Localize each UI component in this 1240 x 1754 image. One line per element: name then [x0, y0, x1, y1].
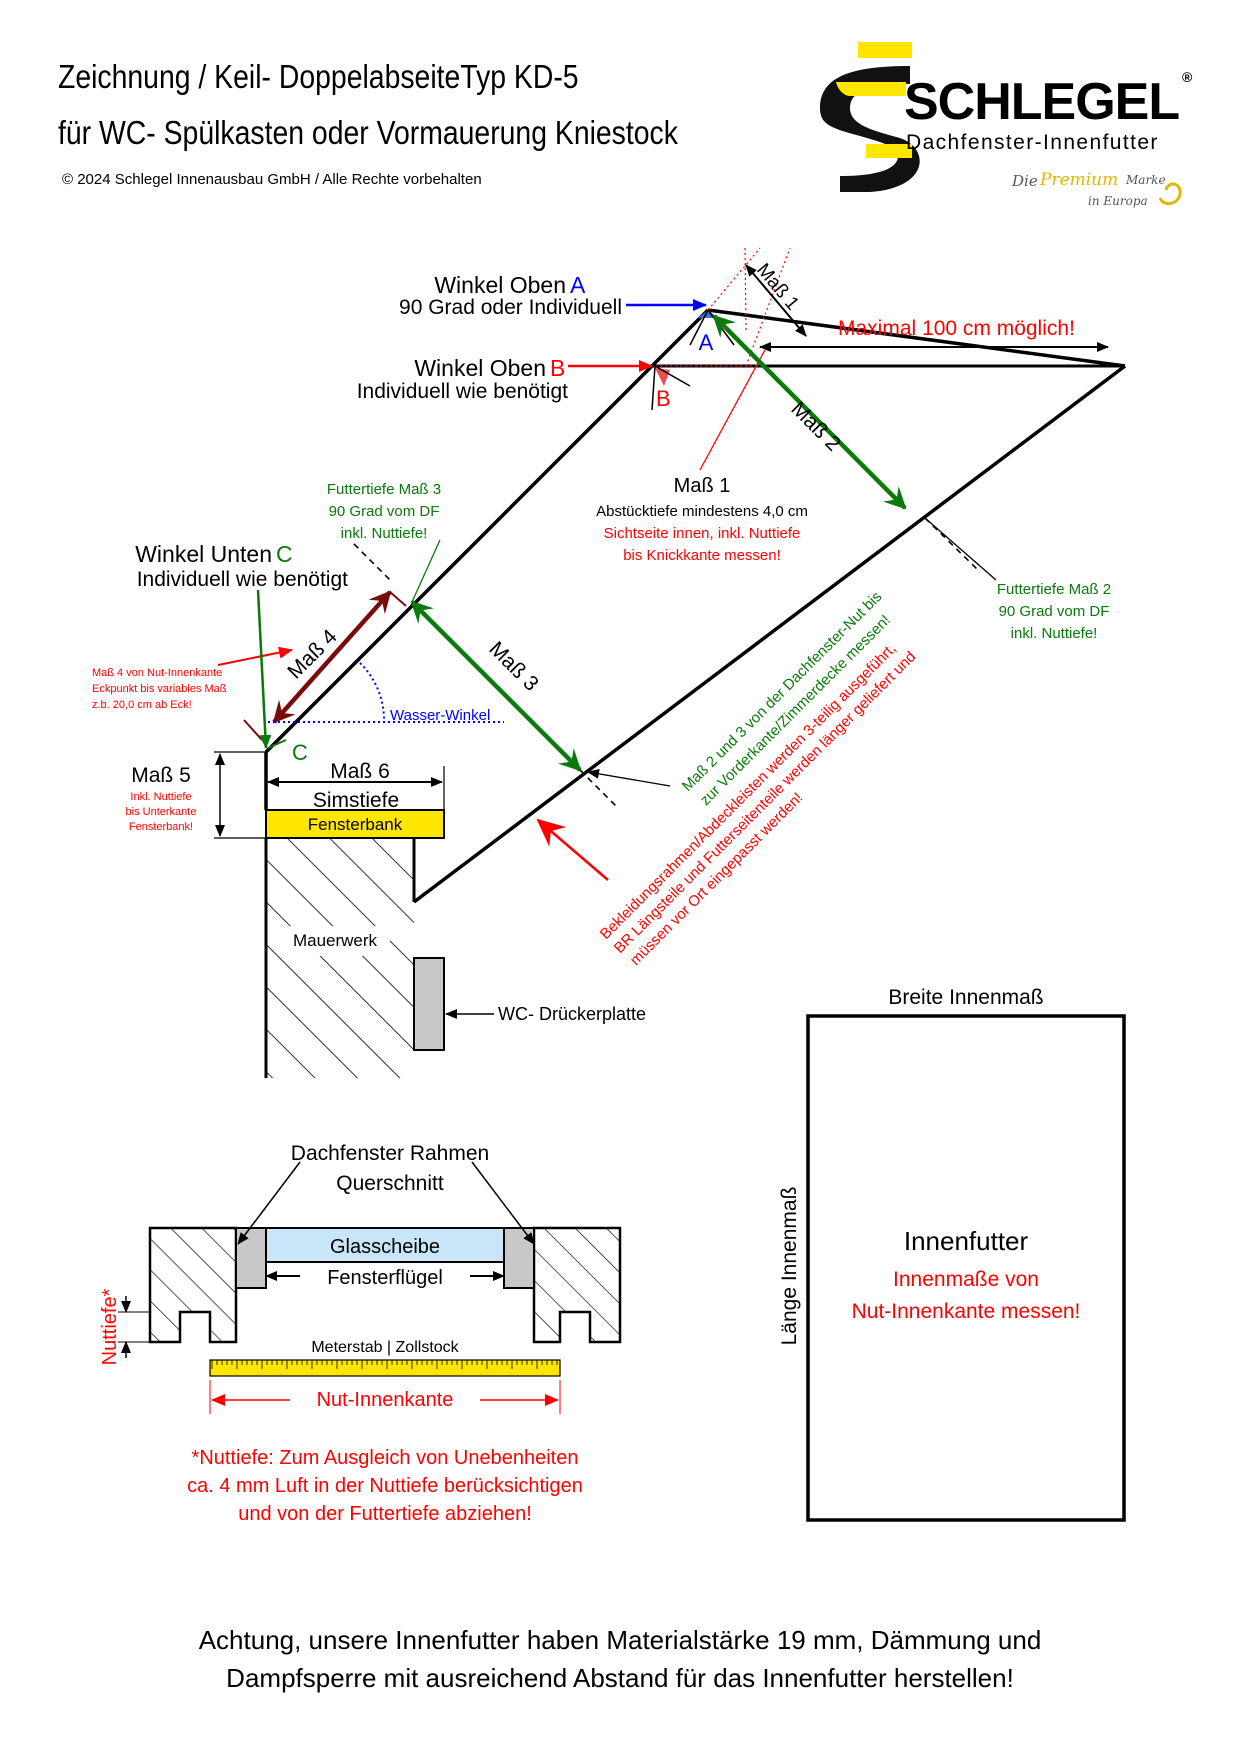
label-winkel-oben-b: Winkel Oben	[414, 355, 546, 381]
cs-ruler-label: Meterstab | Zollstock	[311, 1339, 459, 1356]
angle-c-letter: C	[292, 740, 308, 765]
label-breite-innenmass: Breite Innenmaß	[888, 986, 1043, 1009]
label-individuell-c: Individuell wie benötigt	[137, 568, 348, 591]
label-laenge-innenmass: Länge Innenmaß	[778, 1187, 801, 1346]
angle-a-letter: A	[699, 330, 714, 355]
label-wasser-winkel: Wasser-Winkel	[390, 707, 490, 724]
label-mauerwerk: Mauerwerk	[293, 931, 378, 950]
cs-sash-label: Fensterflügel	[327, 1267, 443, 1289]
inner-frame-note-line-2: Nut-Innenkante messen!	[852, 1300, 1081, 1323]
window-frame-cross-section	[148, 1226, 622, 1344]
label-letter-a: A	[570, 272, 586, 298]
cs-glass-label: Glasscheibe	[330, 1236, 440, 1258]
ruler-ticks	[211, 1360, 558, 1369]
inner-frame-rect	[806, 1014, 1126, 1522]
window-sill	[265, 809, 445, 839]
cs-nuttiefe-label: Nuttiefe*	[99, 1288, 121, 1365]
cs-title-line-2: Querschnitt	[336, 1172, 444, 1195]
masonry-wall	[264, 838, 416, 1078]
mass4-note-pointer	[217, 646, 293, 666]
label-mass3: Maß 3	[484, 637, 542, 695]
schlegel-logo-mark	[820, 42, 920, 192]
ft3-line-3: inkl. Nuttiefe!	[341, 525, 428, 542]
label-simstiefe: Simstiefe	[313, 789, 399, 812]
title-line-1: Zeichnung / Keil- DoppelabseiteTyp KD-5	[58, 58, 579, 95]
red-diag-line-1: Bekleidungsrahmen/Abdeckleisten werden 3…	[597, 640, 900, 943]
ft3-line-1: Futtertiefe Maß 3	[327, 481, 441, 498]
cs-note-line-2: ca. 4 mm Luft in der Nuttiefe berücksich…	[187, 1475, 583, 1497]
water-angle-arc	[359, 662, 386, 723]
label-90-grad: 90 Grad oder Individuell	[399, 296, 622, 319]
cs-title-line-1: Dachfenster Rahmen	[291, 1142, 489, 1165]
logo-tagline-4: in Europa	[1088, 194, 1148, 208]
logo-tagline-1: Die	[1012, 172, 1038, 190]
label-letter-c: C	[276, 541, 293, 567]
mass1-note-line-2: Abstücktiefe mindestens 4,0 cm	[596, 503, 808, 520]
label-mass1-dimension: Maß 1	[752, 260, 803, 315]
mass1-note-line-3: Sichtseite innen, inkl. Nuttiefe	[604, 525, 801, 542]
label-wc-druecker: WC- Drückerplatte	[498, 1004, 646, 1024]
footer-line-2: Dampfsperre mit ausreichend Abstand für …	[226, 1663, 1014, 1693]
mass1-note-title: Maß 1	[674, 475, 731, 497]
mass4-note-line-3: z.b. 20,0 cm ab Eck!	[92, 699, 192, 711]
label-mass2: Maß 2	[786, 397, 844, 455]
mass5-note-line-1: Inkl. Nuttiefe	[130, 791, 191, 803]
angle-c-pointer	[256, 589, 272, 749]
mass5-note-line-2: bis Unterkante	[126, 806, 197, 818]
mass4-arrow	[272, 590, 392, 724]
label-mass5: Maß 5	[131, 764, 191, 787]
folding-ruler	[209, 1359, 561, 1377]
label-fensterbank: Fensterbank	[308, 815, 403, 834]
logo-name: SCHLEGEL	[904, 73, 1180, 131]
cladding-note-arrow	[536, 818, 609, 881]
glass-pane	[265, 1227, 505, 1263]
inner-frame-title: Innenfutter	[904, 1226, 1029, 1256]
label-letter-b: B	[550, 355, 565, 381]
mass2-arrow	[712, 314, 907, 510]
ft3-line-2: 90 Grad vom DF	[329, 503, 440, 520]
label-maximal-100cm: Maximal 100 cm möglich!	[838, 317, 1075, 340]
cs-note-line-3: und von der Futtertiefe abziehen!	[238, 1503, 532, 1525]
title-line-2: für WC- Spülkasten oder Vormauerung Knie…	[58, 114, 678, 151]
red-diag-line-2: BR Längsteile und Futterseitenteile werd…	[611, 648, 920, 957]
copyright: © 2024 Schlegel Innenausbau GmbH / Alle …	[62, 171, 482, 188]
label-winkel-oben-a: Winkel Oben	[434, 272, 566, 298]
label-mass6: Maß 6	[330, 760, 390, 783]
mass1-note-pointer	[699, 349, 766, 471]
logo-tagline-2: Premium	[1040, 170, 1119, 190]
cs-nut-innenkante-label: Nut-Innenkante	[317, 1389, 454, 1411]
mass5-note-line-3: Fensterbank!	[129, 821, 193, 833]
cs-note-line-1: *Nuttiefe: Zum Ausgleich von Unebenheite…	[192, 1447, 579, 1469]
inner-frame-note-line-1: Innenmaße von	[893, 1268, 1039, 1291]
angle-b-letter: B	[656, 386, 671, 411]
logo-registered: ®	[1182, 69, 1193, 85]
ft2-line-2: 90 Grad vom DF	[999, 603, 1110, 620]
logo-subtitle: Dachfenster-Innenfutter	[906, 131, 1159, 154]
label-winkel-unten: Winkel Unten	[135, 541, 272, 567]
label-individuell-b: Individuell wie benötigt	[357, 380, 568, 403]
footer-line-1: Achtung, unsere Innenfutter haben Materi…	[198, 1625, 1042, 1655]
wc-flush-plate	[413, 957, 445, 1051]
logo-swirl-icon	[1158, 182, 1182, 206]
ft2-line-1: Futtertiefe Maß 2	[997, 581, 1111, 598]
mass1-note-line-4: bis Knickkante messen!	[623, 547, 781, 564]
mass4-note-line-1: Maß 4 von Nut-Innenkante	[92, 667, 222, 679]
mass4-note-line-2: Eckpunkt bis variables Maß	[92, 683, 227, 695]
mass3-arrow	[410, 600, 582, 772]
logo-tagline-3: Marke	[1126, 173, 1166, 187]
schlegel-logo: SCHLEGEL ® Dachfenster-Innenfutter Die P…	[800, 38, 1200, 218]
ft2-line-3: inkl. Nuttiefe!	[1011, 625, 1098, 642]
